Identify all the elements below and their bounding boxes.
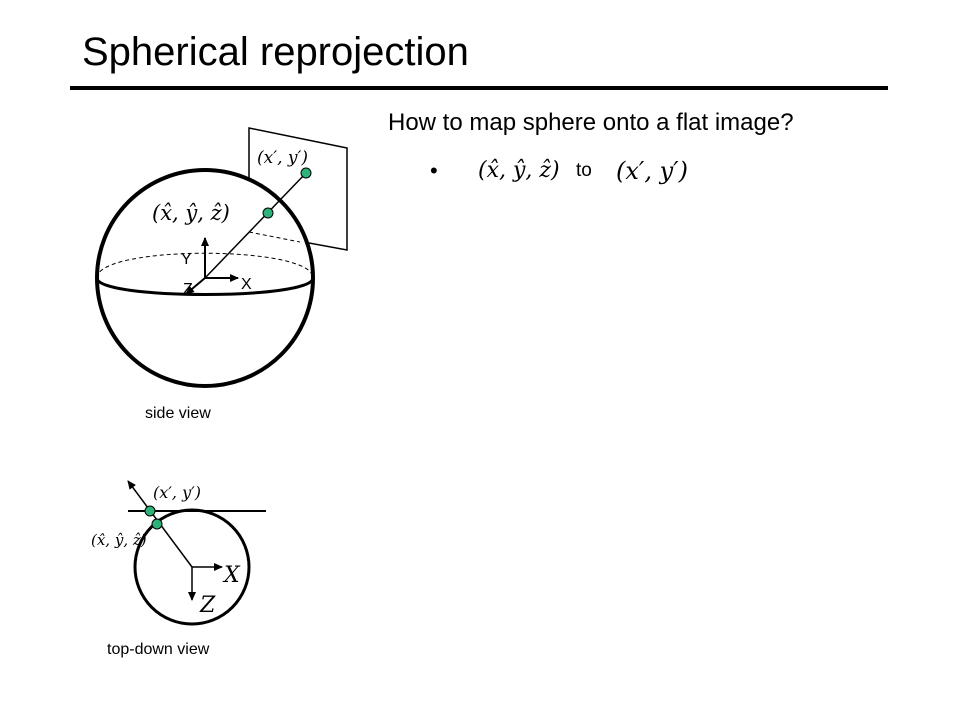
title-underline [70,86,888,90]
sphere-coordinate-expression: (x̂, ŷ, ẑ) [478,158,560,183]
top-view-caption: top-down view [107,641,210,658]
z-axis-arrow [185,277,206,295]
question-text: How to map sphere onto a flat image? [388,109,794,136]
image-plane-hidden-edge [248,231,301,243]
top-view-sphere-point-marker [151,518,163,530]
sphere-point-marker [262,207,274,219]
plane-point-label: (x′, y′) [257,148,308,168]
side-view-caption: side view [145,405,211,422]
top-view-sphere-point-label: (x̂, ŷ, ẑ) [91,531,147,549]
image-coordinate-expression: (x′, y′) [616,157,688,185]
top-view-x-axis-label: X [222,563,241,588]
plane-point-marker [300,167,312,179]
sphere-point-label: (x̂, ŷ, ẑ) [152,201,230,225]
top-view-plane-point-marker [144,505,156,517]
slide-title: Spherical reprojection [82,30,469,74]
connector-word: to [576,160,592,181]
z-axis-label: Z [183,281,193,298]
top-view-plane-point-label: (x′, y′) [153,483,201,502]
equator-front [95,277,315,296]
projection-ray [204,172,307,279]
side-view-diagram: Y X Z (x̂, ŷ, ẑ) (x′, y′) side view [95,127,348,422]
x-axis-label: X [241,276,252,293]
top-view-z-axis-label: Z [199,593,216,618]
bullet-marker: • [430,158,438,183]
top-down-view-diagram: X Z (x′, y′) (x̂, ŷ, ẑ) top-down view [91,480,266,658]
y-axis-label: Y [181,251,192,268]
